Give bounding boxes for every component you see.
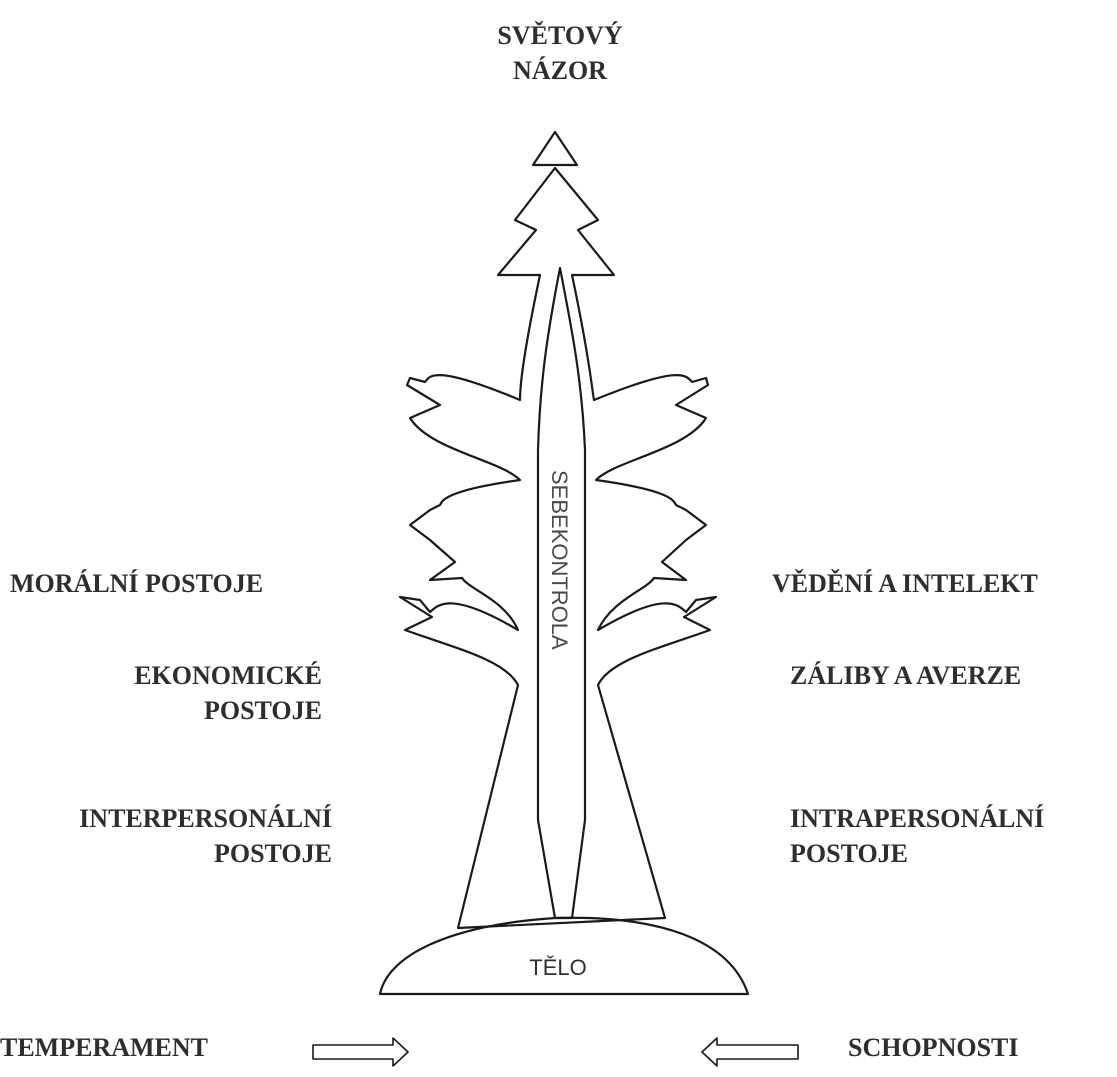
- arrow-left-icon: [702, 1038, 798, 1066]
- body-label: TĚLO: [529, 955, 586, 980]
- tree-top-triangle: [533, 132, 577, 165]
- arrow-right-icon: [313, 1038, 408, 1066]
- trunk-label: SEBEKONTROLA: [547, 470, 572, 650]
